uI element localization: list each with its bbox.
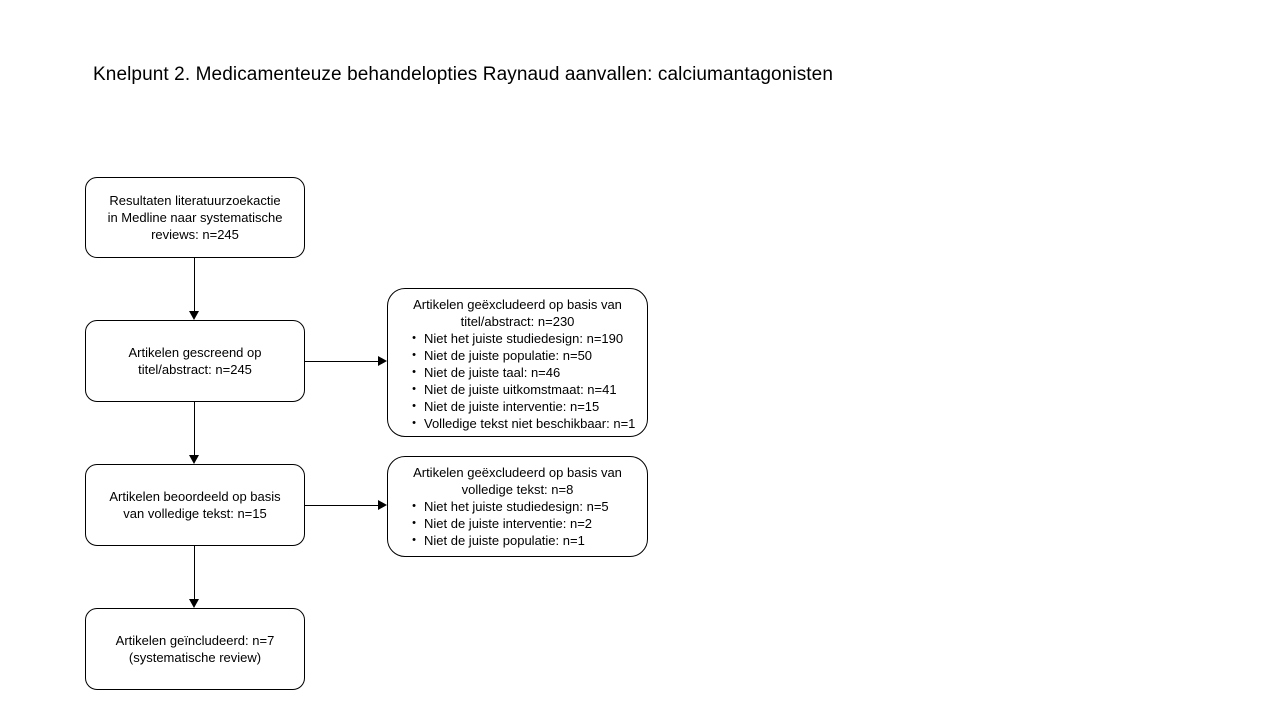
flow-box-screened: Artikelen gescreend op titel/abstract: n… [85,320,305,402]
arrow-head-down-icon [189,311,199,320]
list-item-label: Niet de juiste uitkomstmaat: n=41 [424,382,617,397]
list-item: • Volledige tekst niet beschikbaar: n=1 [404,415,647,432]
excluded-box-header: Artikelen geëxcludeerd op basis van tite… [388,296,647,330]
box-text-line: Artikelen geëxcludeerd op basis van [413,465,622,480]
arrow-down-assessed-to-included [189,546,200,608]
flow-box-fulltext-assessed: Artikelen beoordeeld op basis van volled… [85,464,305,546]
box-text-line: titel/abstract: n=230 [460,314,575,329]
exclusion-reason-list: • Niet het juiste studiedesign: n=5 • Ni… [388,498,647,549]
list-item: • Niet de juiste interventie: n=2 [404,515,647,532]
arrow-line [305,505,378,506]
bullet-icon: • [412,332,416,344]
box-text-line: Artikelen geëxcludeerd op basis van [413,297,622,312]
list-item: • Niet de juiste taal: n=46 [404,364,647,381]
box-text-line: Resultaten literatuurzoekactie [109,193,281,208]
arrow-line [305,361,378,362]
box-text-line: Artikelen beoordeeld op basis [109,489,281,504]
bullet-icon: • [412,517,416,529]
arrow-head-right-icon [378,500,387,510]
flow-box-excluded-title-abstract: Artikelen geëxcludeerd op basis van tite… [387,288,648,437]
box-text-line: volledige tekst: n=8 [461,482,574,497]
bullet-icon: • [412,349,416,361]
list-item-label: Niet de juiste taal: n=46 [424,365,561,380]
bullet-icon: • [412,417,416,429]
arrow-head-down-icon [189,455,199,464]
arrow-down-screened-to-assessed [189,402,200,464]
bullet-icon: • [412,400,416,412]
box-text-line: reviews: n=245 [151,227,239,242]
box-text-line: van volledige tekst: n=15 [123,506,267,521]
arrow-head-right-icon [378,356,387,366]
arrow-right-assessed-to-excluded [305,500,387,511]
list-item: • Niet de juiste populatie: n=1 [404,532,647,549]
bullet-icon: • [412,366,416,378]
flow-box-included: Artikelen geïncludeerd: n=7 (systematisc… [85,608,305,690]
list-item-label: Niet de juiste populatie: n=50 [424,348,593,363]
bullet-icon: • [412,500,416,512]
list-item: • Niet het juiste studiedesign: n=190 [404,330,647,347]
list-item-label: Niet de juiste interventie: n=15 [424,399,600,414]
list-item-label: Niet het juiste studiedesign: n=5 [424,499,609,514]
arrow-line [194,258,195,311]
list-item: • Niet de juiste uitkomstmaat: n=41 [404,381,647,398]
arrow-down-results-to-screened [189,258,200,320]
box-text-line: titel/abstract: n=245 [138,362,252,377]
bullet-icon: • [412,534,416,546]
list-item-label: Niet de juiste interventie: n=2 [424,516,593,531]
list-item-label: Niet de juiste populatie: n=1 [424,533,585,548]
box-text-line: Artikelen geïncludeerd: n=7 [115,633,275,648]
page-title: Knelpunt 2. Medicamenteuze behandeloptie… [93,64,834,85]
list-item-label: Niet het juiste studiedesign: n=190 [424,331,624,346]
list-item: • Niet de juiste populatie: n=50 [404,347,647,364]
list-item: • Niet het juiste studiedesign: n=5 [404,498,647,515]
exclusion-reason-list: • Niet het juiste studiedesign: n=190 • … [388,330,647,432]
excluded-box-header: Artikelen geëxcludeerd op basis van voll… [388,464,647,498]
list-item: • Niet de juiste interventie: n=15 [404,398,647,415]
box-text-line: (systematische review) [128,650,262,665]
arrow-line [194,402,195,455]
box-text-line: in Medline naar systematische [107,210,283,225]
list-item-label: Volledige tekst niet beschikbaar: n=1 [424,416,636,431]
arrow-right-screened-to-excluded [305,356,387,367]
bullet-icon: • [412,383,416,395]
box-text-line: Artikelen gescreend op [128,345,262,360]
flow-box-excluded-fulltext: Artikelen geëxcludeerd op basis van voll… [387,456,648,557]
arrow-line [194,546,195,599]
arrow-head-down-icon [189,599,199,608]
flow-box-search-results: Resultaten literatuurzoekactie in Medlin… [85,177,305,258]
